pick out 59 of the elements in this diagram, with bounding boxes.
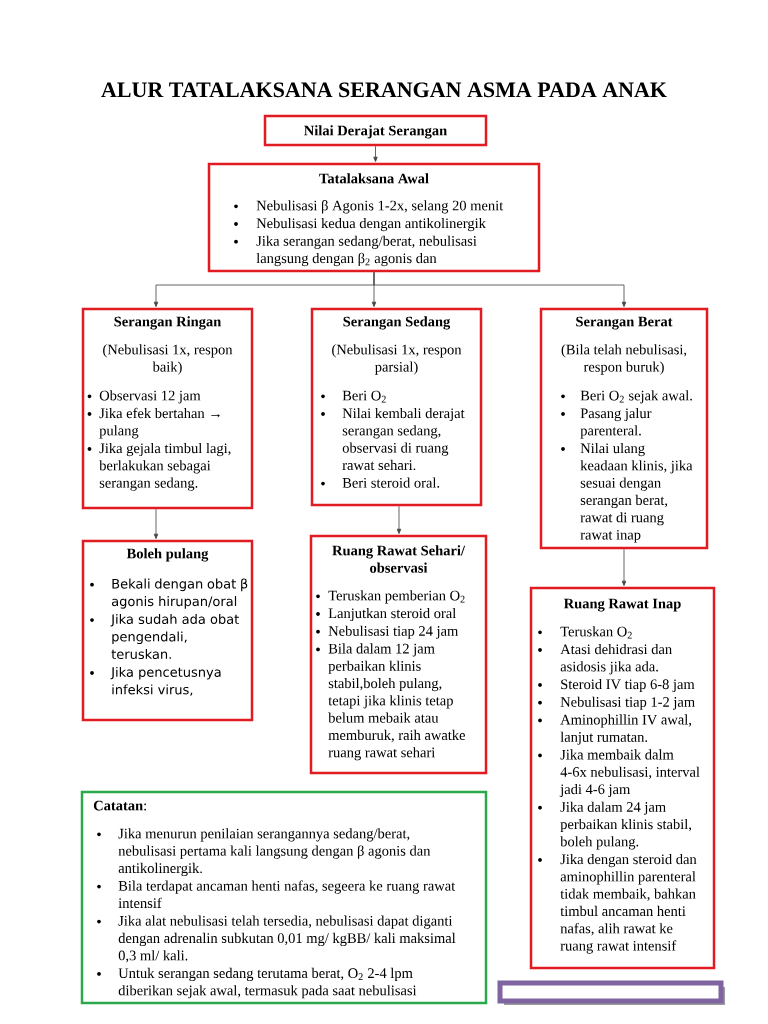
list-item: Bila terdapat ancaman henti nafas, segeera ke ruang rawat intensif (118, 880, 456, 909)
list-item: Nebulisasi kedua dengan antikolinergik (256, 217, 486, 232)
list-item: Beri O$_{2}$ (342, 390, 386, 403)
title: ALUR TATALAKSANA SERANGAN ASMA PADA ANAK (101, 82, 667, 98)
step-box (81, 539, 254, 722)
box-heading: Serangan Berat (576, 316, 673, 330)
arrow (373, 145, 378, 162)
list-item: Teruskan pemberian O$_{2}$ (328, 590, 465, 604)
list-item: Nebulisasi β Agonis 1-2x, selang 20 menit (256, 200, 504, 214)
list-item: Nilai kembali derajat serangan sedang, observasi di ruang rawat sehari. (342, 407, 465, 471)
step-box (263, 114, 488, 147)
box-heading: Nilai Derajat Serangan (304, 125, 447, 139)
list-item: Jika sudah ada obat pengendali, teruskan. (110, 614, 239, 660)
box-heading: Catatan: (93, 800, 146, 811)
list-item: Atasi dehidrasi dan asidosis jika ada. (560, 643, 672, 675)
step-box (310, 307, 483, 507)
step-box (207, 162, 541, 273)
box-heading: Serangan Sedang (343, 316, 451, 330)
list-item: Nebulisasi tiap 1-2 jam (560, 696, 695, 710)
list-item: Bekali dengan obat β agonis hirupan/oral (112, 578, 248, 609)
step-box (529, 586, 716, 970)
list-item: Jika serangan sedang/berat, nebulisasi langsung dengan β$_{2}$ agonis dan (256, 235, 477, 267)
box-heading: Boleh pulang (126, 548, 209, 562)
box-subtitle: (Nebulisasi 1x, respon baik) (103, 344, 233, 375)
list-item: Jika dalam 24 jam perbaikan klinis stabil, boleh pulang. (560, 801, 691, 850)
box-heading: Serangan Ringan (114, 316, 222, 330)
list-item: Beri steroid oral. (342, 477, 440, 488)
step-box (309, 534, 488, 775)
arrow (373, 271, 627, 307)
step-box (81, 307, 254, 510)
list-item: Jika dengan steroid dan aminophillin parenteral tidak membaik, bahkan timbul ancaman henti nafas, alih rawat ke ruang rawat intensif (560, 853, 697, 954)
list-item: Nebulisasi tiap 24 jam (328, 625, 459, 639)
footer-bar (497, 980, 725, 1005)
list-item: Jika alat nebulisasi telah tersedia, nebulisasi dapat diganti dengan adrenalin subkutan 0,01 mg/ kgBB/ kali maksimal 0,3 ml/ kali. (118, 915, 456, 963)
arrow (396, 505, 402, 534)
list-item: Steroid IV tiap 6-8 jam (561, 678, 695, 693)
box-heading: Ruang Rawat Sehari/ observasi (332, 545, 466, 573)
list-item: Bila dalam 12 jam perbaikan klinis stabil,boleh pulang, tetapi jika klinis tetap belum mebaik atau memburuk, raih awatke ruang rawat sehari (328, 643, 465, 761)
list-item: Pasang jalur parenteral. (580, 407, 652, 439)
note-box (80, 790, 488, 1005)
arrow (153, 508, 159, 539)
list-item: Observasi 12 jam (99, 390, 201, 404)
list-item: Jika gejala timbul lagi, berlakukan sebagai serangan sedang. (99, 442, 231, 491)
list-item: Jika menurun penilaian serangannya sedang/berat, nebulisasi pertama kali langsung dengan β agonis dan antikolinergik. (118, 828, 431, 877)
list-item: Jika pencetusnya infeksi virus, (110, 666, 221, 696)
list-item: Teruskan O$_{2}$ (560, 626, 632, 639)
box-heading: Ruang Rawat Inap (563, 598, 681, 612)
box-subtitle: (Bila telah nebulisasi, respon buruk) (561, 344, 687, 375)
list-item: Jika membaik dalm 4-6x nebulisasi, interval jadi 4-6 jam (559, 749, 700, 798)
arrow (621, 548, 627, 586)
list-item: Aminophillin IV awal, lanjut rumatan. (560, 714, 691, 745)
list-item: Beri O$_{2}$ sejak awal. (580, 390, 692, 404)
list-item: Nilai ulang keadaan klinis, jika sesuai dengan serangan berat, rawat di ruang rawat inap (580, 442, 693, 543)
step-box (539, 307, 709, 550)
box-heading: Tatalaksana Awal (319, 173, 429, 184)
list-item: Untuk serangan sedang terutama berat, O$_{2}$ 2-4 lpm diberikan sejak awal, termasuk pada saat nebulisasi (118, 967, 417, 999)
list-item: Jika efek bertahan → pulang (99, 407, 220, 439)
box-subtitle: (Nebulisasi 1x, respon parsial) (332, 344, 462, 375)
list-item: Lanjutkan steroid oral (328, 607, 456, 622)
